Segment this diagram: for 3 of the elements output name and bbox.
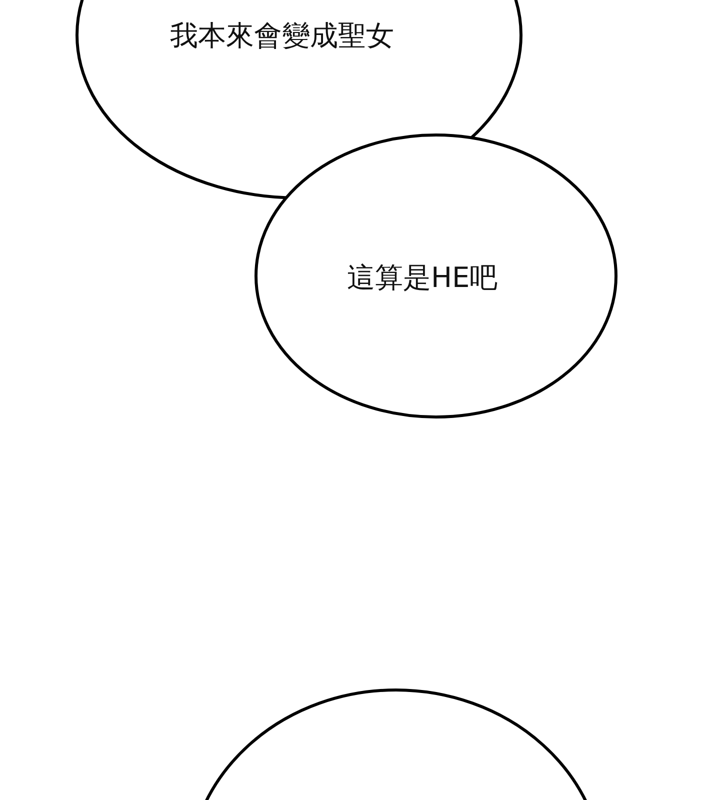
speech-bubble [254,133,618,419]
dialogue-text: 這算是HE吧 [347,260,498,296]
dialogue-text: 我本來會變成聖女 [170,18,394,54]
